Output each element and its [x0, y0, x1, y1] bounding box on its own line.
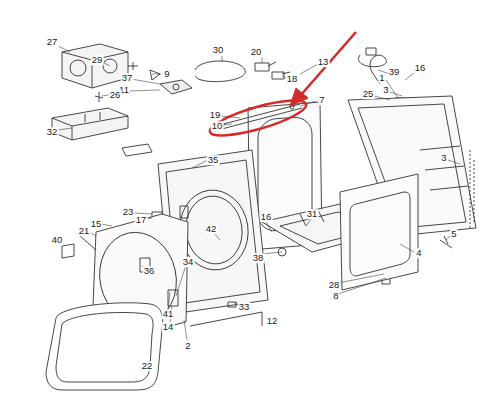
callout-number: 15 [90, 219, 103, 229]
callout-number: 2 [184, 341, 191, 351]
callout-number: 32 [46, 127, 59, 137]
callout-number: 1 [378, 73, 385, 83]
callout-number: 30 [212, 45, 225, 55]
callout-number: 5 [450, 229, 457, 239]
callout-number: 37 [121, 73, 134, 83]
callout-number: 26 [109, 90, 122, 100]
callout-number: 31 [306, 209, 319, 219]
callout-number: 9 [163, 69, 170, 79]
callout-number: 3 [382, 85, 389, 95]
callout-number: 23 [122, 207, 135, 217]
callout-number: 8 [332, 291, 339, 301]
callout-number: 38 [252, 253, 265, 263]
callout-number: 12 [266, 316, 279, 326]
callout-number: 13 [317, 57, 330, 67]
callout-number: 35 [207, 155, 220, 165]
callout-number: 22 [141, 361, 154, 371]
callout-number: 16 [414, 63, 427, 73]
callout-number: 34 [182, 257, 195, 267]
callout-number: 27 [46, 37, 59, 47]
callout-number: 14 [162, 322, 175, 332]
callout-number: 20 [250, 47, 263, 57]
callout-number: 16 [260, 212, 273, 222]
callout-number: 28 [328, 280, 341, 290]
callout-number: 36 [143, 266, 156, 276]
callout-number: 18 [286, 74, 299, 84]
callout-number: 25 [362, 89, 375, 99]
callout-number: 7 [318, 95, 325, 105]
callout-number: 3 [440, 153, 447, 163]
callout-number: 40 [51, 235, 64, 245]
callout-number: 39 [388, 67, 401, 77]
callout-number: 19 [209, 110, 222, 120]
callout-number: 29 [91, 55, 104, 65]
callout-number: 33 [238, 302, 251, 312]
callout-number: 10 [211, 121, 224, 131]
callout-number: 42 [205, 224, 218, 234]
callout-number: 4 [415, 248, 422, 258]
callout-number: 17 [135, 215, 148, 225]
callout-number: 41 [162, 309, 175, 319]
callout-number: 21 [78, 226, 91, 236]
